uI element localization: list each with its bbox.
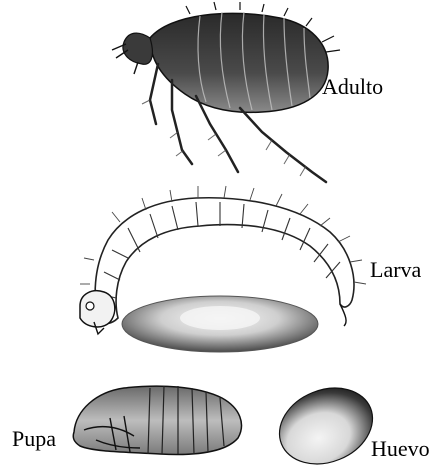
cocoon-illustration — [122, 296, 318, 352]
label-adult: Adulto — [322, 76, 383, 98]
label-egg: Huevo — [371, 438, 430, 460]
flea-pupa-illustration — [73, 386, 241, 454]
label-larva: Larva — [370, 259, 421, 281]
flea-adult-illustration — [112, 2, 340, 182]
flea-egg-illustration — [268, 375, 384, 468]
label-pupa: Pupa — [12, 428, 56, 450]
